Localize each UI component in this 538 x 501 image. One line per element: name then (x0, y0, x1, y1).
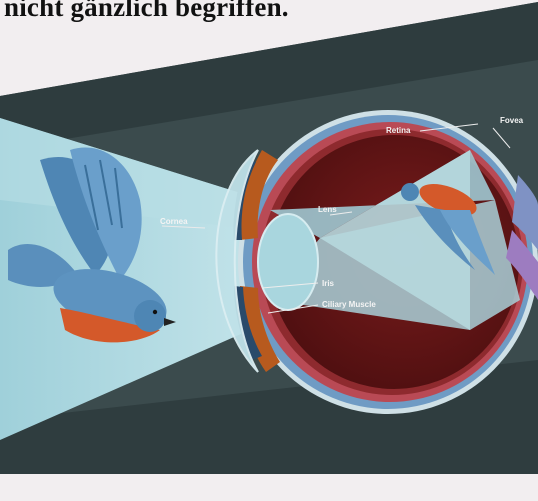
lens (258, 214, 318, 310)
ciliary-muscle-label: Ciliary Muscle (322, 300, 376, 309)
cornea-label: Cornea (160, 217, 188, 226)
retina-label: Retina (386, 126, 411, 135)
iris-label: Iris (322, 279, 335, 288)
lens-label: Lens (318, 205, 337, 214)
fovea-label: Fovea (500, 116, 524, 125)
